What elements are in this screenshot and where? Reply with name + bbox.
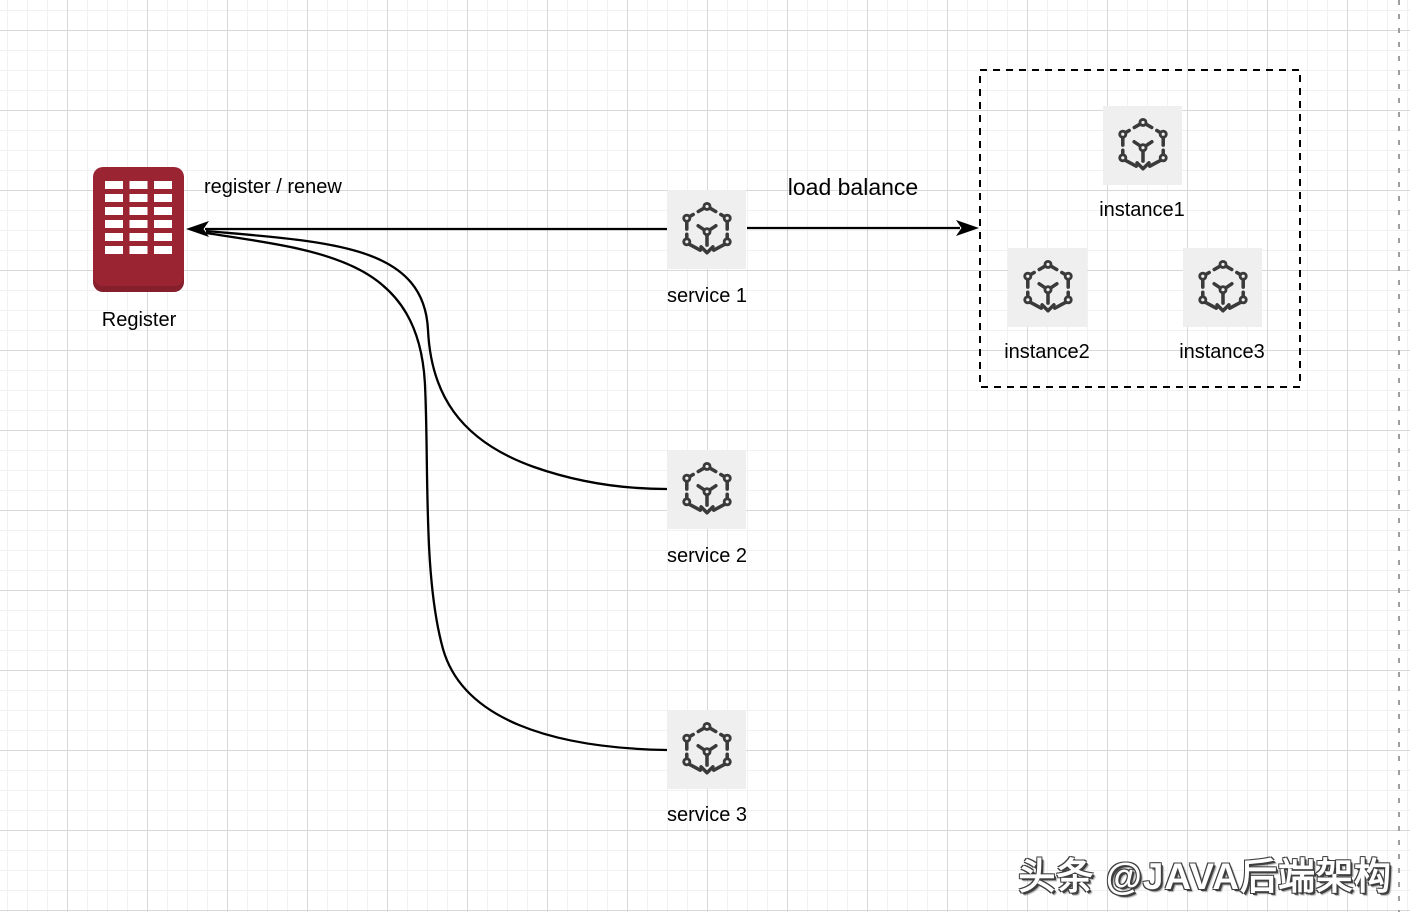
arrowhead-loadbalance — [956, 220, 979, 236]
service-1-node — [667, 190, 746, 269]
cube-icon — [1016, 256, 1080, 320]
service-2-label: service 2 — [666, 545, 748, 567]
service-3-label: service 3 — [666, 804, 748, 826]
cube-icon — [1111, 114, 1175, 178]
instance-3-node — [1183, 248, 1262, 327]
service3-register-connector — [205, 231, 668, 752]
instance-2-label: instance2 — [1004, 341, 1090, 363]
register-node — [93, 167, 184, 297]
cube-icon — [675, 718, 739, 782]
load-balance-edge-label: load balance — [787, 174, 919, 200]
cube-icon — [675, 458, 739, 522]
register-renew-edge-label: register / renew — [204, 176, 342, 198]
instance-2-node — [1008, 248, 1087, 327]
register-icon — [93, 167, 184, 292]
service-1-label: service 1 — [666, 285, 748, 307]
arrowhead-register — [186, 221, 209, 237]
register-label: Register — [101, 309, 177, 331]
instance-1-node — [1103, 106, 1182, 185]
instance-1-label: instance1 — [1099, 199, 1185, 221]
cube-icon — [675, 198, 739, 262]
instance-3-label: instance3 — [1179, 341, 1265, 363]
service2-register-connector — [205, 229, 668, 491]
watermark-text: 头条 @JAVA后端架构 — [1018, 856, 1392, 897]
service-2-node — [667, 450, 746, 529]
cube-icon — [1191, 256, 1255, 320]
service-3-node — [667, 710, 746, 789]
